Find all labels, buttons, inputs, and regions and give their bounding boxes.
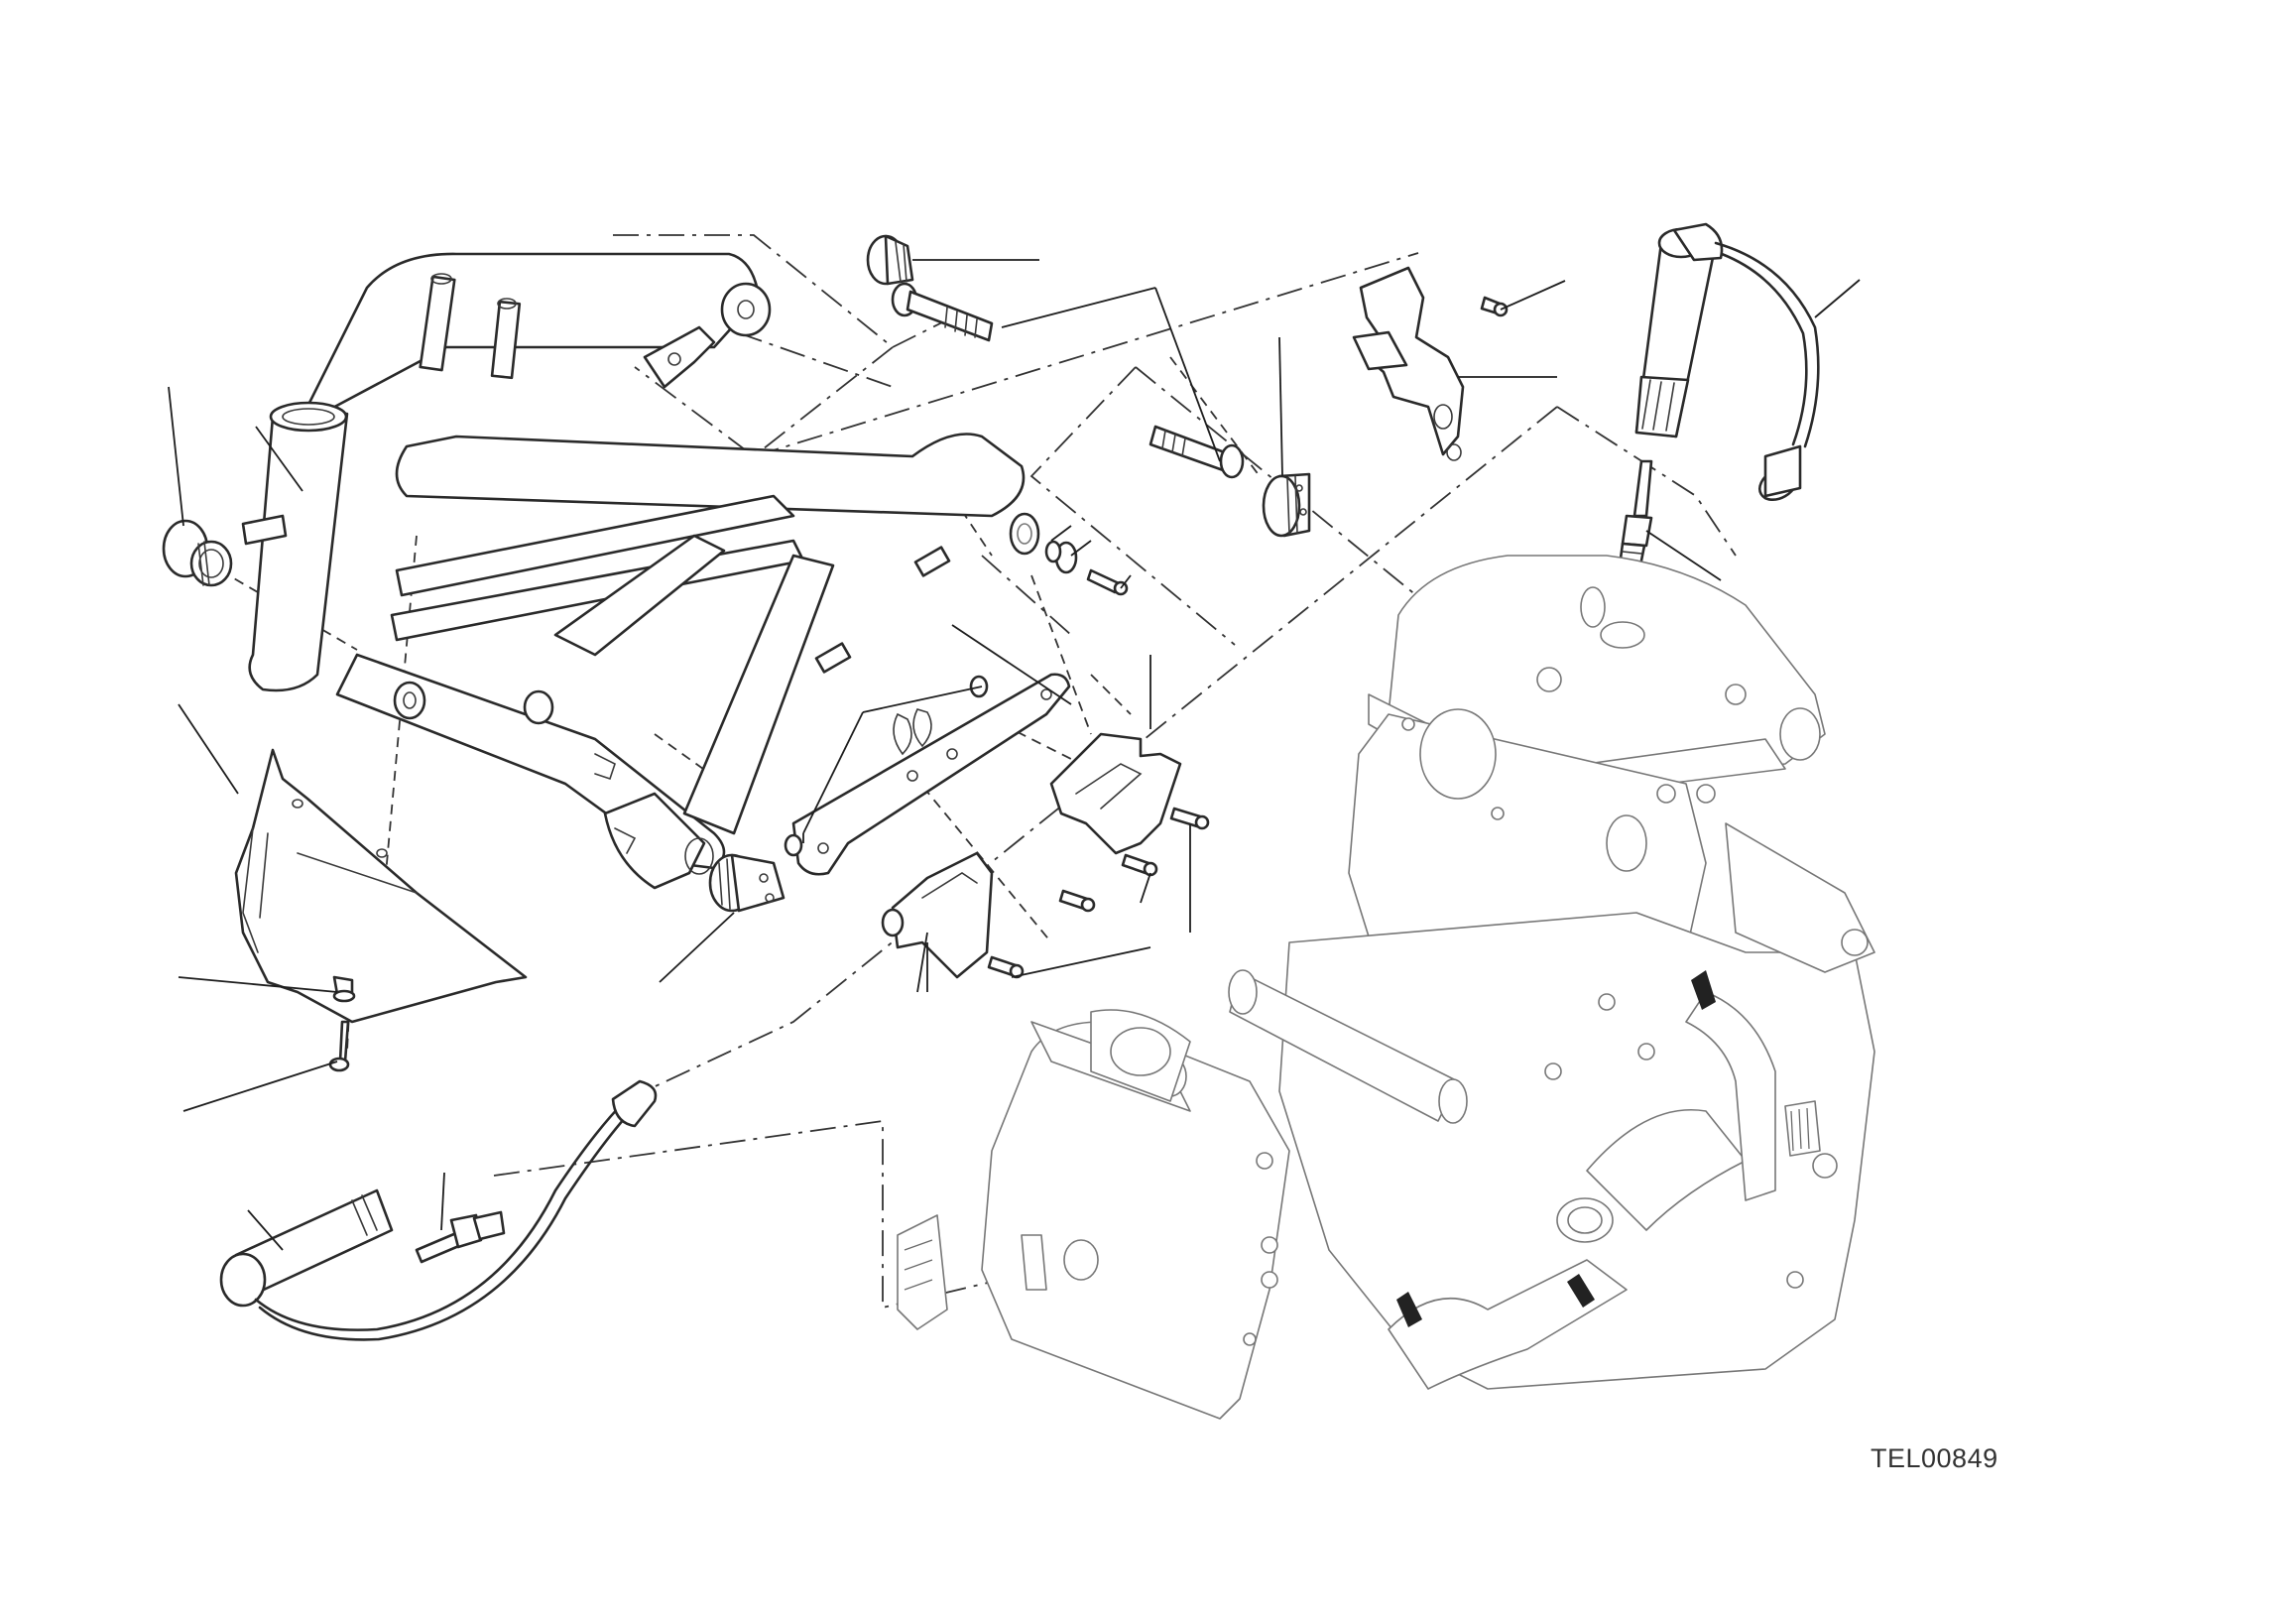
rivet-nut	[332, 975, 356, 1003]
ht-cable-horizontal	[219, 1079, 658, 1341]
coil-screws	[987, 807, 1210, 979]
ignition-coil-front	[1049, 732, 1182, 855]
spacer-bolt-middle	[1148, 425, 1245, 479]
ht-cable-vertical	[1634, 222, 1820, 502]
frame	[241, 252, 1026, 890]
ignition-coil-bracket	[784, 673, 1071, 876]
frame-plug-left	[162, 519, 233, 587]
spark-plug-horizontal	[415, 1210, 506, 1264]
side-cover	[234, 748, 528, 1024]
serrated-washer	[1009, 512, 1040, 556]
leader-lines	[168, 259, 1861, 1251]
washer	[1044, 540, 1078, 574]
screw	[1086, 568, 1129, 596]
drawing-code-label: TEL00849	[1871, 1443, 1998, 1473]
frame-plug-right	[708, 853, 785, 913]
rubber-grommet-middle	[1262, 472, 1311, 538]
bracket-screw-top	[1480, 296, 1509, 317]
rubber-grommet-upper	[866, 234, 914, 286]
coil-mount-bracket-top	[1352, 266, 1465, 461]
ignition-coil-rear	[881, 851, 994, 979]
engine	[897, 555, 1875, 1420]
spacer-bolt-upper	[891, 282, 994, 342]
rivet	[328, 1020, 350, 1072]
